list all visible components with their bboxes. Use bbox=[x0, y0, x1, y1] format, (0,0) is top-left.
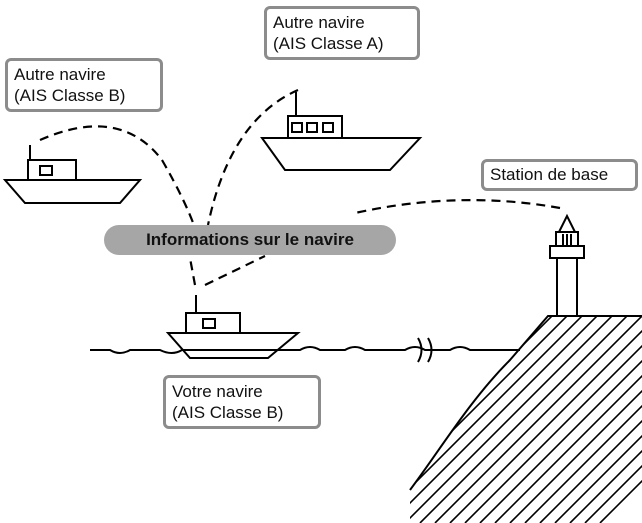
lighthouse-icon bbox=[549, 213, 585, 317]
link-other-b bbox=[39, 125, 197, 229]
other-vessel-a-line2: (AIS Classe A) bbox=[273, 34, 384, 53]
sea-wave-icon bbox=[90, 337, 520, 363]
ship-icon bbox=[260, 92, 423, 171]
vessel-info-pill: Informations sur le navire bbox=[104, 225, 396, 255]
base-station-label: Station de base bbox=[481, 159, 638, 191]
own-vessel-label: Votre navire (AIS Classe B) bbox=[163, 375, 321, 429]
other-vessel-a-line1: Autre navire bbox=[273, 13, 365, 32]
ship-icon bbox=[2, 145, 143, 204]
other-vessel-b-line2: (AIS Classe B) bbox=[14, 86, 126, 105]
other-vessel-b-line1: Autre navire bbox=[14, 65, 106, 84]
own-vessel-line1: Votre navire bbox=[172, 382, 263, 401]
cliff-icon bbox=[409, 315, 642, 523]
link-own-to-info-2 bbox=[204, 255, 266, 286]
other-vessel-a-label: Autre navire (AIS Classe A) bbox=[264, 6, 420, 60]
ship-icon bbox=[165, 295, 301, 359]
own-vessel-line2: (AIS Classe B) bbox=[172, 403, 284, 422]
link-other-a bbox=[206, 88, 299, 226]
other-vessel-b-label: Autre navire (AIS Classe B) bbox=[5, 58, 163, 112]
radio-links bbox=[39, 88, 561, 286]
link-base-station bbox=[354, 199, 561, 215]
base-station-text: Station de base bbox=[490, 165, 609, 184]
link-own-to-info bbox=[188, 257, 197, 286]
